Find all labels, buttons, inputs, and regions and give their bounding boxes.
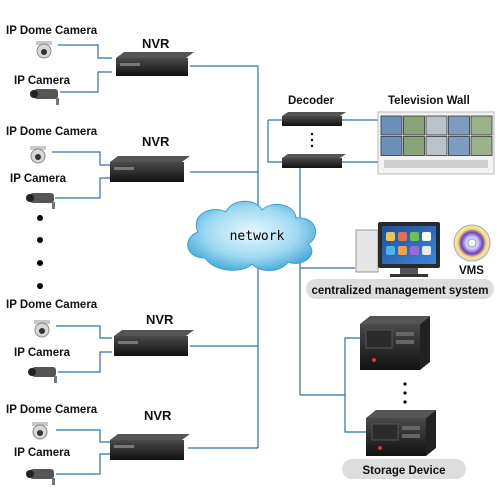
nvr-icon	[110, 156, 190, 182]
nvr-icon	[110, 434, 190, 460]
dome-camera-icon	[30, 146, 46, 164]
decoder-icon	[282, 154, 346, 168]
app-tile-icon	[386, 232, 395, 241]
vms-label: VMS	[459, 265, 484, 277]
dome-camera-label: IP Dome Camera	[6, 126, 98, 138]
cms-label: centralized management system	[311, 285, 488, 297]
monitor-icon	[355, 222, 440, 277]
dome-camera-label: IP Dome Camera	[6, 25, 98, 37]
tv-screen	[448, 115, 470, 136]
storage-dots	[403, 382, 407, 404]
dome-camera-icon	[32, 422, 48, 440]
app-tile-icon	[398, 246, 407, 255]
app-tile-icon	[398, 232, 407, 241]
server-icon	[366, 410, 436, 456]
app-tile-icon	[422, 246, 431, 255]
nvr-label: NVR	[144, 408, 172, 423]
ip-camera-label: IP Camera	[14, 447, 71, 459]
camera-group-1: IP Dome Camera IP Camera NVR	[6, 25, 194, 105]
tv-screen	[380, 136, 403, 156]
dome-camera-label: IP Dome Camera	[6, 404, 98, 416]
tv-screen	[448, 136, 470, 156]
nvr-label: NVR	[146, 312, 174, 327]
dome-camera-label: IP Dome Camera	[6, 299, 98, 311]
decoder-icon	[282, 112, 346, 126]
ip-camera-label: IP Camera	[10, 173, 67, 185]
cd-icon	[453, 224, 491, 262]
app-tile-icon	[410, 246, 419, 255]
dome-camera-icon	[36, 41, 52, 59]
nvr-label: NVR	[142, 134, 170, 149]
cloud-icon: network	[187, 200, 317, 271]
decoder-label: Decoder	[288, 95, 335, 107]
network-label: network	[230, 229, 285, 244]
ip-camera-label: IP Camera	[14, 347, 71, 359]
tv-screen	[403, 115, 425, 136]
continuation-dots	[37, 215, 43, 289]
bullet-camera-icon	[30, 89, 59, 105]
camera-group-2: IP Dome Camera IP Camera NVR	[6, 126, 190, 209]
camera-group-3: IP Dome Camera IP Camera NVR	[6, 299, 194, 383]
tv-screen	[425, 136, 448, 156]
storage-caption-bg	[342, 459, 466, 479]
app-tile-icon	[386, 246, 395, 255]
cms-caption-bg	[306, 279, 494, 299]
decoder-dots	[310, 132, 314, 148]
nvr-icon	[114, 330, 194, 356]
tv-wall-label: Television Wall	[388, 95, 470, 107]
app-tile-icon	[422, 232, 431, 241]
tv-screen	[403, 136, 425, 156]
nvr-label: NVR	[142, 36, 170, 51]
camera-group-4: IP Dome Camera IP Camera NVR	[6, 404, 190, 485]
tv-wall-icon	[377, 111, 495, 175]
tv-screen	[470, 136, 493, 156]
ip-camera-label: IP Camera	[14, 75, 71, 87]
tv-screen	[425, 115, 448, 136]
storage-label: Storage Device	[362, 465, 445, 477]
tv-screen	[470, 115, 493, 136]
server-icon	[360, 316, 430, 370]
dome-camera-icon	[34, 320, 50, 338]
bullet-camera-icon	[26, 469, 55, 485]
bullet-camera-icon	[28, 367, 57, 383]
app-tile-icon	[410, 232, 419, 241]
nvr-icon	[116, 52, 194, 76]
tv-screen	[380, 115, 403, 136]
bullet-camera-icon	[26, 193, 55, 209]
